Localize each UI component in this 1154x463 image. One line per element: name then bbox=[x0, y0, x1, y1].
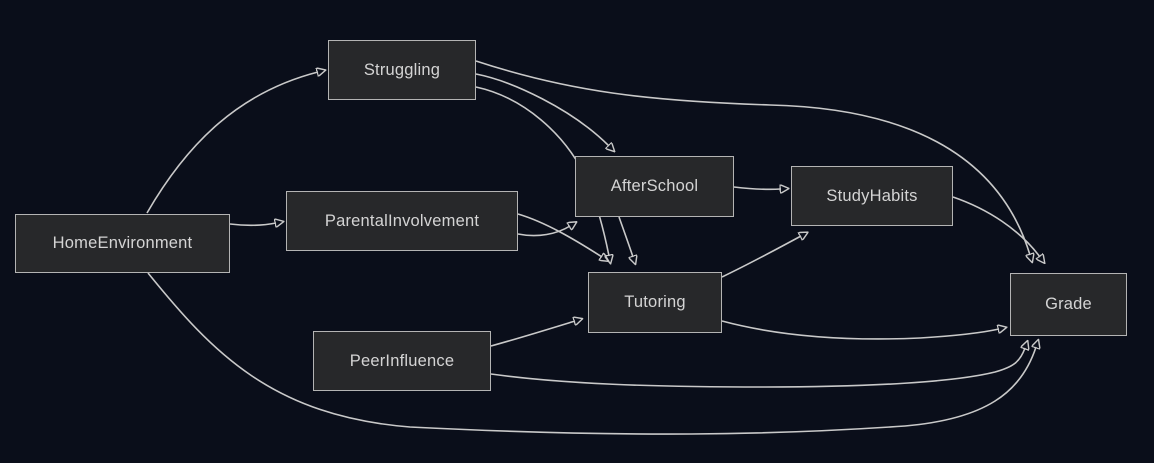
edge-struggling-afterschool bbox=[475, 73, 609, 146]
node-label: Struggling bbox=[363, 60, 441, 79]
node-label: HomeEnvironment bbox=[52, 234, 193, 252]
edge-afterschool-tutoring bbox=[618, 216, 633, 257]
edge-struggling-grade bbox=[475, 60, 1030, 255]
edge-parentalinvolvement-tutoring bbox=[517, 213, 602, 257]
edge-afterschool-studyhabits bbox=[733, 187, 781, 189]
edge-peerinfluence-tutoring bbox=[490, 321, 575, 347]
node-label: Tutoring bbox=[624, 293, 686, 311]
node-label: PeerInfluence bbox=[349, 351, 455, 370]
node-peerinfluence: PeerInfluence bbox=[313, 331, 491, 391]
node-label: Grade bbox=[1045, 295, 1092, 313]
edge-studyhabits-grade bbox=[952, 196, 1040, 257]
node-label: AfterSchool bbox=[610, 177, 699, 195]
edge-homeenvironment-struggling bbox=[146, 72, 318, 214]
node-grade: Grade bbox=[1010, 273, 1127, 336]
node-label: ParentalInvolvement bbox=[324, 211, 480, 230]
edge-parentalinvolvement-afterschool bbox=[517, 226, 570, 237]
edge-homeenvironment-parentalinvolvement bbox=[229, 223, 276, 225]
node-parentalinvolvement: ParentalInvolvement bbox=[286, 191, 518, 251]
edge-peerinfluence-grade bbox=[490, 348, 1025, 388]
edge-tutoring-studyhabits bbox=[721, 236, 801, 278]
edge-homeenvironment-grade bbox=[147, 272, 1036, 435]
node-afterschool: AfterSchool bbox=[575, 156, 734, 217]
node-label: StudyHabits bbox=[826, 186, 918, 205]
node-studyhabits: StudyHabits bbox=[791, 166, 953, 226]
node-tutoring: Tutoring bbox=[588, 272, 722, 333]
edge-tutoring-grade bbox=[721, 320, 999, 340]
node-homeenvironment: HomeEnvironment bbox=[15, 214, 230, 273]
node-struggling: Struggling bbox=[328, 40, 476, 100]
